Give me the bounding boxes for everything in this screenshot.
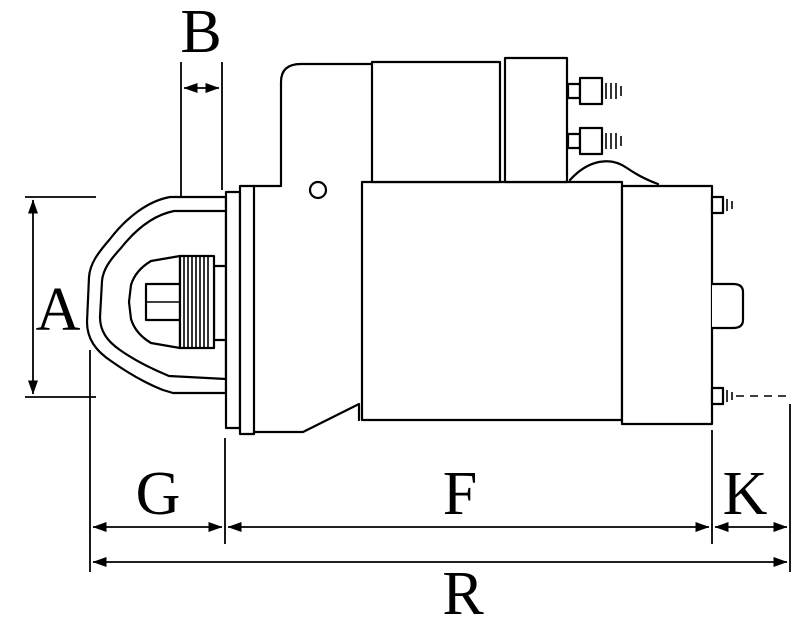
mounting-flange	[224, 184, 256, 436]
rear-stud-bottom	[710, 386, 725, 406]
bracket-hole	[308, 180, 328, 200]
dimension-label-g: G	[136, 460, 181, 528]
dimension-b	[180, 62, 223, 196]
solenoid	[370, 56, 569, 184]
pinion-gear-teeth	[183, 256, 209, 348]
dimension-label-k: K	[723, 460, 768, 528]
dimension-label-f: F	[443, 460, 477, 528]
motor-cylinder	[360, 180, 624, 422]
solenoid-wire	[568, 160, 660, 186]
pinion-spacer	[212, 264, 228, 342]
drive-end-housing	[85, 195, 228, 395]
motor-body	[252, 62, 714, 434]
rear-boss	[710, 282, 745, 330]
dimension-label-a: A	[36, 276, 81, 344]
terminal-studs	[566, 76, 622, 156]
dimension-label-b: B	[180, 0, 221, 66]
rear-fittings	[710, 195, 790, 406]
end-cap	[620, 184, 714, 426]
dimension-label-r: R	[442, 560, 484, 623]
dimension-a	[25, 196, 96, 398]
dimension-extension-lines	[89, 350, 791, 572]
pinion-gear	[178, 254, 216, 350]
rear-stud-top	[710, 195, 725, 215]
